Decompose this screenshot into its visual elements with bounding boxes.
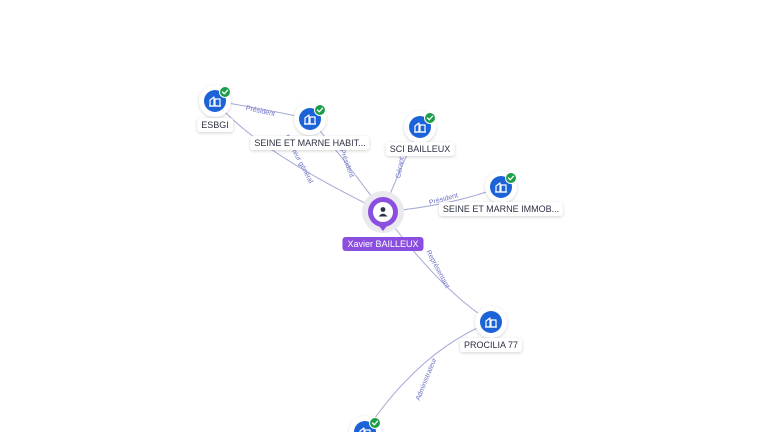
node-semi[interactable] xyxy=(485,171,517,203)
edge-label: Président xyxy=(338,148,355,178)
node-esbgi[interactable] xyxy=(199,85,231,117)
edge-label: Administrateur xyxy=(415,357,439,402)
nodes-layer xyxy=(199,85,517,432)
edge-label: Gérant xyxy=(395,157,406,179)
check-badge-icon xyxy=(219,86,231,98)
node-bottom[interactable] xyxy=(349,416,381,432)
node-label-esbgi[interactable]: ESBGI xyxy=(197,118,233,132)
person-inner xyxy=(373,202,393,222)
node-semh[interactable] xyxy=(294,103,326,135)
edge-label: Représentant xyxy=(424,249,450,289)
node-sci[interactable] xyxy=(404,111,436,143)
node-person[interactable] xyxy=(362,191,404,233)
user-icon xyxy=(378,207,388,217)
check-badge-icon xyxy=(314,104,326,116)
node-label-sci[interactable]: SCI BAILLEUX xyxy=(385,142,455,156)
check-badge-icon xyxy=(369,417,381,429)
node-label-semh[interactable]: SEINE ET MARNE HABIT... xyxy=(250,136,370,150)
node-procilia[interactable] xyxy=(475,306,507,338)
node-label-procilia[interactable]: PROCILIA 77 xyxy=(459,338,523,352)
edges-layer xyxy=(214,100,502,432)
edge-person-esbgi xyxy=(214,100,384,213)
node-label-semi[interactable]: SEINE ET MARNE IMMOB... xyxy=(438,202,564,216)
node-label-person[interactable]: Xavier BAILLEUX xyxy=(342,237,424,251)
check-badge-icon xyxy=(505,172,517,184)
check-badge-icon xyxy=(424,112,436,124)
edge-procilia-bottom xyxy=(364,321,492,432)
edge-label: Président xyxy=(245,105,275,118)
